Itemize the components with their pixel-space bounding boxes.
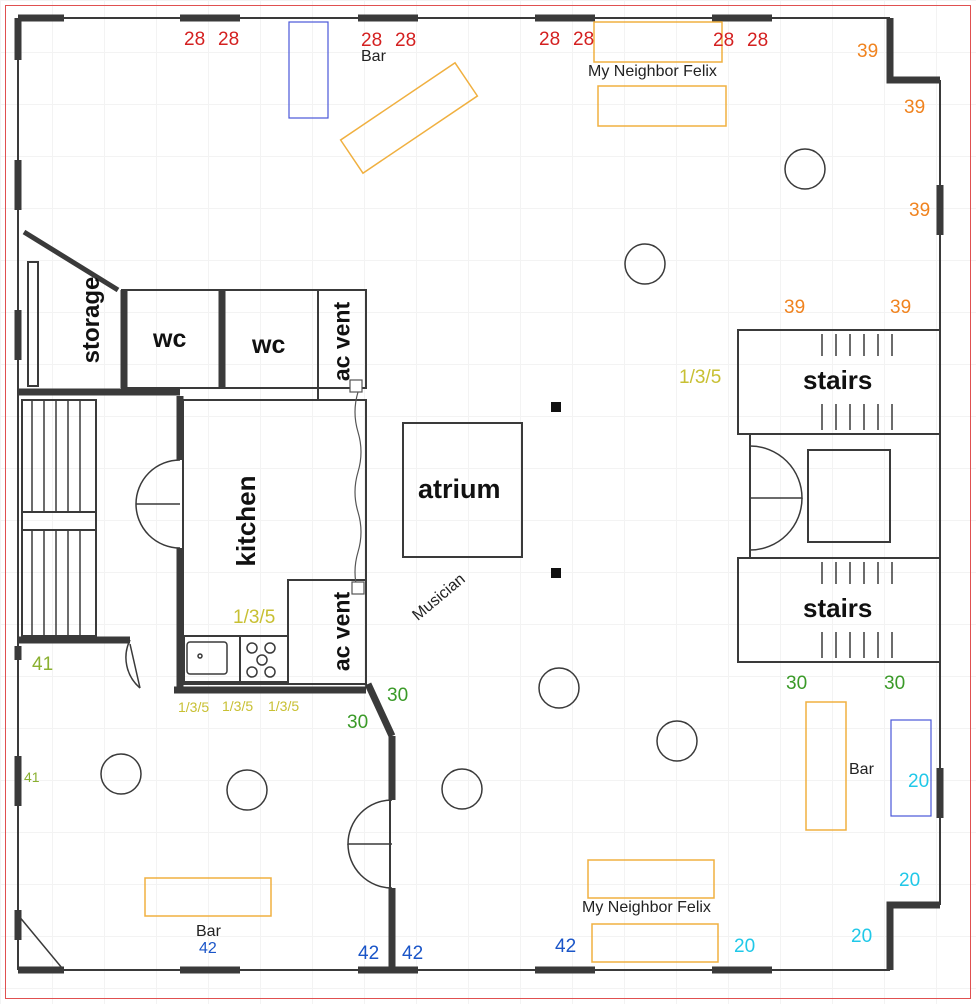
number-20: 20 <box>734 936 756 957</box>
number-39: 39 <box>909 200 931 221</box>
number-28: 28 <box>395 30 417 51</box>
round-table <box>441 768 483 810</box>
number-1-3-5: 1/3/5 <box>178 699 210 715</box>
label-bar-right: Bar <box>849 761 874 778</box>
number-20: 20 <box>899 870 921 891</box>
room-wc-1: wc <box>153 325 187 353</box>
round-table <box>226 769 268 811</box>
number-1-3-5: 1/3/5 <box>233 607 276 628</box>
table-bar-bottom-left <box>144 877 272 917</box>
room-wc-2: wc <box>252 331 286 359</box>
number-39: 39 <box>890 297 912 318</box>
label-bar-top: Bar <box>361 48 386 65</box>
number-41: 41 <box>24 769 40 785</box>
number-42: 42 <box>358 943 380 964</box>
number-1-3-5: 1/3/5 <box>679 367 722 388</box>
number-28: 28 <box>184 29 206 50</box>
number-1-3-5: 1/3/5 <box>222 698 254 714</box>
table-bar-top <box>339 61 479 175</box>
table-neighbor-top-2 <box>597 85 727 127</box>
number-39: 39 <box>784 297 806 318</box>
table-neighbor-top-1 <box>593 21 723 63</box>
number-42: 42 <box>199 940 217 957</box>
number-39: 39 <box>857 41 879 62</box>
number-28: 28 <box>573 29 595 50</box>
room-atrium: atrium <box>418 474 501 504</box>
number-28: 28 <box>218 29 240 50</box>
table-neighbor-bottom-1 <box>587 859 715 899</box>
number-30: 30 <box>884 673 906 694</box>
number-39: 39 <box>904 97 926 118</box>
number-28: 28 <box>747 30 769 51</box>
label-neighbor-top: My Neighbor Felix <box>588 63 717 80</box>
number-1-3-5: 1/3/5 <box>268 698 300 714</box>
number-42: 42 <box>402 943 424 964</box>
number-28: 28 <box>539 29 561 50</box>
round-table <box>624 243 666 285</box>
room-stairs-top: stairs <box>803 365 873 395</box>
label-bar-bottom-left: Bar <box>196 923 221 940</box>
label-neighbor-bottom: My Neighbor Felix <box>582 899 711 916</box>
kitchen-outline <box>182 399 367 685</box>
number-30: 30 <box>387 685 409 706</box>
table-blue-right <box>890 719 932 817</box>
page-border <box>5 5 971 999</box>
round-table <box>784 148 826 190</box>
room-kitchen: kitchen <box>231 475 261 567</box>
number-42: 42 <box>555 936 577 957</box>
round-table <box>656 720 698 762</box>
table-neighbor-bottom-2 <box>591 923 719 963</box>
number-20: 20 <box>908 771 930 792</box>
round-table <box>100 753 142 795</box>
number-28: 28 <box>361 30 383 51</box>
room-ac-vent-bottom: ac vent <box>328 591 355 672</box>
room-ac-vent-top: ac vent <box>328 301 355 382</box>
number-30: 30 <box>347 712 369 733</box>
room-stairs-bottom: stairs <box>803 593 873 623</box>
number-41: 41 <box>32 654 54 675</box>
atrium-box <box>402 422 523 558</box>
table-bar-right <box>805 701 847 831</box>
number-20: 20 <box>851 926 873 947</box>
room-storage: storage <box>78 276 105 364</box>
number-30: 30 <box>786 673 808 694</box>
round-table <box>538 667 580 709</box>
table-blue-top <box>288 21 329 119</box>
number-28: 28 <box>713 30 735 51</box>
